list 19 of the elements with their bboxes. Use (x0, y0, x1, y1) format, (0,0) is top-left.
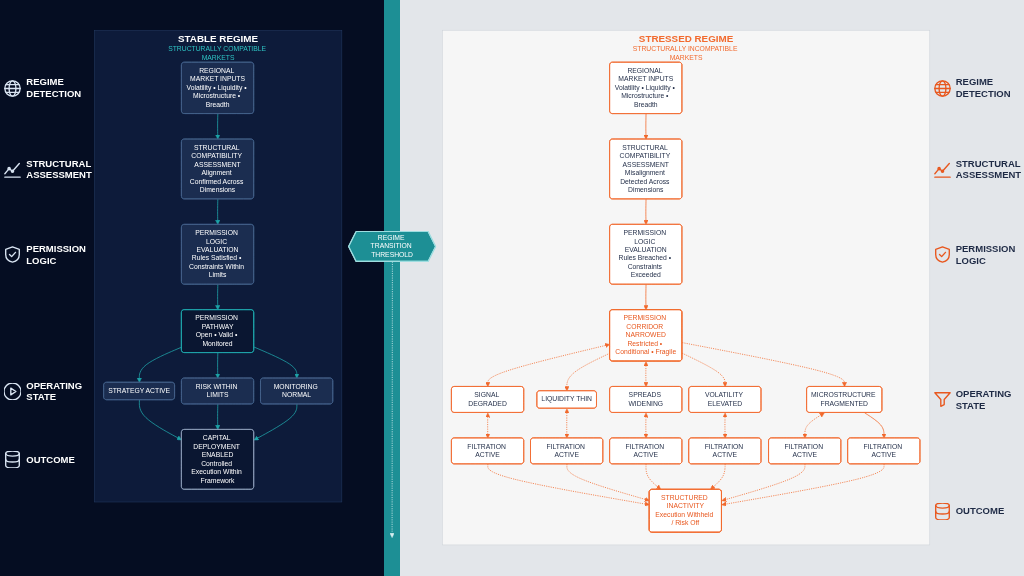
stage-label: OUTCOME (955, 505, 1005, 518)
stage-label: PERMISSION LOGIC (955, 242, 1017, 267)
arrow (564, 408, 570, 439)
arrow (802, 413, 825, 439)
stage-label: OPERATING STATE (955, 388, 1013, 412)
stage-label: STRUCTURAL ASSESSMENT (26, 157, 92, 182)
arrow (643, 361, 649, 388)
stage-label: OUTCOME (26, 453, 75, 466)
stage-label: STRUCTURAL ASSESSMENT (955, 157, 1022, 182)
regime-panel (442, 30, 930, 546)
arrow (643, 413, 649, 439)
arrow (485, 343, 610, 388)
stage-label: OPERATING STATE (26, 379, 84, 404)
stage-label: PERMISSION LOGIC (26, 242, 87, 267)
arrow (722, 413, 728, 439)
stage-label: REGIME DETECTION (955, 76, 1012, 101)
regime-panel (94, 30, 343, 503)
stage-label: REGIME DETECTION (26, 76, 83, 101)
arrow (485, 413, 491, 439)
